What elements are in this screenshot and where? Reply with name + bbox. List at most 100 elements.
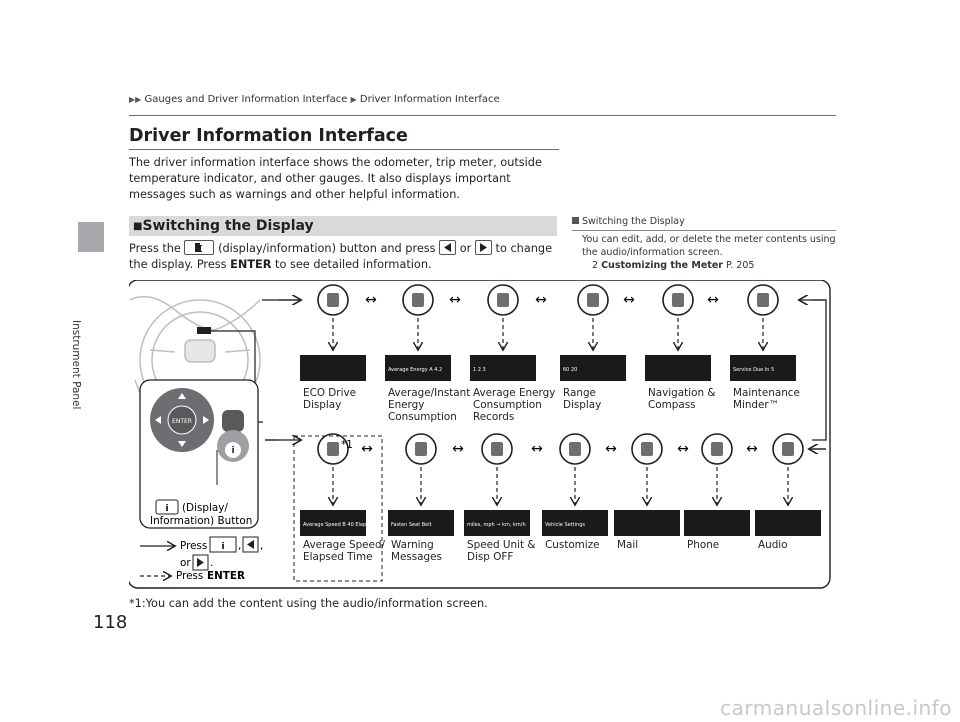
instruction-text: Press the bbox=[129, 242, 181, 255]
display-label: Audio bbox=[758, 539, 788, 551]
svg-text:i: i bbox=[165, 504, 168, 514]
meter-screen-preview: Service Due In 5 bbox=[730, 355, 796, 381]
section-title-text: Switching the Display bbox=[142, 218, 314, 234]
section-header-bar bbox=[129, 216, 557, 236]
display-label: Warning bbox=[391, 539, 434, 551]
meter-screen-preview: Average Energy A 4.2 bbox=[385, 355, 451, 381]
speed-unit-icon bbox=[481, 433, 513, 465]
navigation-compass-icon bbox=[662, 284, 694, 316]
side-note-body: You can edit, add, or delete the meter c… bbox=[582, 234, 836, 271]
instruction-text: to change the display. Press bbox=[129, 242, 553, 271]
link-page[interactable]: P. 205 bbox=[726, 260, 755, 271]
svg-text:.: . bbox=[210, 557, 213, 569]
meter-screen-preview: Fasten Seat Belt bbox=[388, 510, 454, 536]
bidirectional-arrow-icon: ↔ bbox=[605, 441, 617, 457]
display-label: Phone bbox=[687, 539, 719, 551]
audio-note-icon bbox=[772, 433, 804, 465]
page-number: 118 bbox=[93, 612, 128, 633]
instruction-text: or bbox=[459, 242, 472, 255]
bidirectional-arrow-icon: ↔ bbox=[535, 292, 547, 308]
side-note-divider bbox=[572, 230, 836, 231]
breadcrumb-item-gauges[interactable]: Gauges and Driver Information Interface bbox=[144, 94, 348, 105]
svg-text:,: , bbox=[260, 540, 263, 552]
bidirectional-arrow-icon: ↔ bbox=[746, 441, 758, 457]
screen-text: Average Energy A 4.2 bbox=[388, 367, 442, 373]
left-arrow-key-icon bbox=[439, 240, 457, 255]
svg-text:i: i bbox=[221, 542, 224, 552]
bidirectional-arrow-icon: ↔ bbox=[623, 292, 635, 308]
display-label: Customize bbox=[545, 539, 600, 551]
eco-drive-icon bbox=[317, 284, 349, 316]
display-label: Average/Instant bbox=[388, 387, 470, 399]
screen-text: 60 20 bbox=[563, 367, 577, 373]
page-title: Driver Information Interface bbox=[129, 126, 408, 146]
instruction-paragraph: Press the (display/information) button a… bbox=[129, 240, 569, 273]
bidirectional-arrow-icon: ↔ bbox=[365, 292, 377, 308]
info-panel-highlight bbox=[197, 327, 211, 334]
meter-screen-preview: Vehicle Settings bbox=[542, 510, 608, 536]
range-fuel-icon bbox=[577, 284, 609, 316]
meter-screen-preview bbox=[300, 355, 366, 381]
display-label: Compass bbox=[648, 399, 696, 411]
display-label: Average Energy bbox=[473, 387, 555, 399]
legend-or-label: or bbox=[180, 557, 191, 569]
legend-info-key-icon bbox=[209, 536, 237, 553]
instruction-text: to see detailed information. bbox=[275, 258, 432, 271]
breadcrumb-arrow-icon: ▶ bbox=[350, 95, 357, 104]
customize-gear-icon bbox=[559, 433, 591, 465]
screen-text: Average Speed B 40 Elapsed Time B 01:30 bbox=[303, 522, 410, 528]
display-label: Range bbox=[563, 387, 596, 399]
screen-text: miles, mph → km, km/h bbox=[467, 522, 526, 528]
phone-icon bbox=[701, 433, 733, 465]
meter-screen-preview: Average Speed B 40 Elapsed Time B 01:30 bbox=[300, 510, 410, 536]
display-label: Records bbox=[473, 411, 514, 423]
info-button-icon bbox=[184, 240, 215, 255]
link-marker-icon: 2 bbox=[592, 260, 599, 271]
enter-keyword: ENTER bbox=[230, 258, 272, 271]
display-label: Display bbox=[303, 399, 341, 411]
intro-paragraph: The driver information interface shows t… bbox=[129, 156, 542, 201]
callout-line bbox=[211, 330, 263, 423]
watermark: carmanualsonline.info bbox=[720, 696, 952, 720]
screen-text: Vehicle Settings bbox=[545, 522, 585, 528]
meter-screen-preview: miles, mph → km, km/h bbox=[464, 510, 530, 536]
bidirectional-arrow-icon: ↔ bbox=[449, 292, 461, 308]
svg-text:.: . bbox=[239, 570, 242, 582]
customizing-meter-link[interactable]: Customizing the Meter bbox=[601, 260, 723, 271]
screen-text: Service Due In 5 bbox=[733, 367, 774, 373]
bidirectional-arrow-icon: ↔ bbox=[361, 441, 373, 457]
enter-button-label: ENTER bbox=[172, 418, 192, 425]
section-title: ■Switching the Display bbox=[133, 218, 314, 234]
energy-consumption-icon bbox=[402, 284, 434, 316]
maintenance-wrench-icon bbox=[747, 284, 779, 316]
display-cycle-diagram: ENTER i i (Display/ Information) Button … bbox=[129, 280, 831, 589]
records-chart-icon bbox=[487, 284, 519, 316]
display-label: Consumption bbox=[388, 411, 457, 423]
meter-screen-preview bbox=[645, 355, 711, 381]
svg-text:,: , bbox=[238, 540, 241, 552]
bidirectional-arrow-icon: ↔ bbox=[707, 292, 719, 308]
display-label: Elapsed Time bbox=[303, 551, 373, 563]
meter-screen-preview bbox=[614, 510, 680, 536]
header-divider bbox=[129, 115, 836, 116]
dashed-optional-box bbox=[293, 435, 383, 582]
bidirectional-arrow-icon: ↔ bbox=[677, 441, 689, 457]
display-label: Consumption bbox=[473, 399, 542, 411]
display-label: Navigation & bbox=[648, 387, 715, 399]
breadcrumb-item-dii[interactable]: Driver Information Interface bbox=[359, 94, 500, 105]
title-divider bbox=[129, 149, 559, 150]
breadcrumb-arrow-icon: ▶▶ bbox=[129, 95, 142, 104]
svg-text:i: i bbox=[231, 446, 234, 456]
display-label: Disp OFF bbox=[467, 551, 513, 563]
meter-screen-preview bbox=[684, 510, 750, 536]
bidirectional-arrow-icon: ↔ bbox=[531, 441, 543, 457]
screen-text: 1 2 3 bbox=[473, 367, 486, 373]
button-label-line1: (Display/ bbox=[182, 502, 228, 514]
note-marker-icon bbox=[572, 217, 579, 224]
display-label: Maintenance bbox=[733, 387, 800, 399]
meter-screen-preview bbox=[755, 510, 821, 536]
display-label: Energy bbox=[388, 399, 424, 411]
legend-press-label: Press bbox=[180, 540, 207, 552]
side-note-heading: Switching the Display bbox=[572, 216, 836, 232]
